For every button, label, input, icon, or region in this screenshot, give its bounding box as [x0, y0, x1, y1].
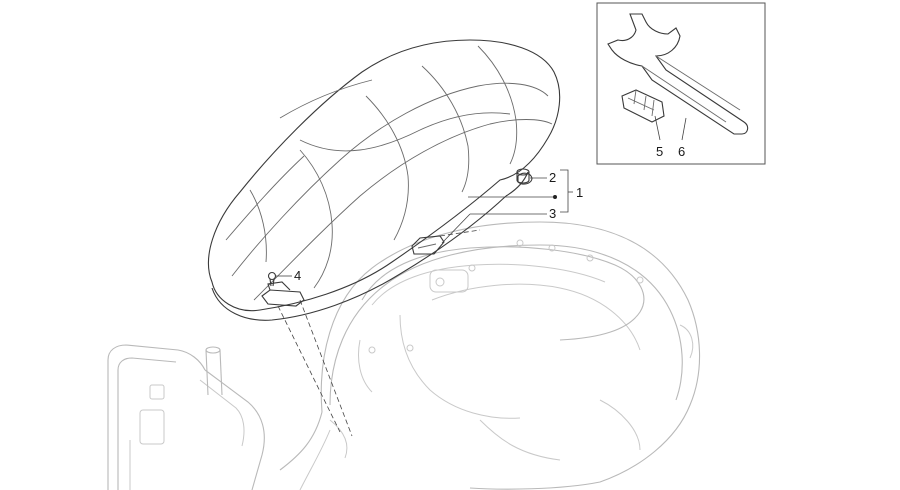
callout-3: 3 — [549, 206, 556, 221]
screw-part — [267, 271, 277, 287]
callout-numbers: 1 2 3 4 5 6 — [294, 144, 685, 283]
inset-tools-box — [596, 2, 766, 165]
callout-1: 1 — [576, 185, 583, 200]
assembly-dashed-lines — [277, 229, 481, 437]
callout-4: 4 — [294, 268, 301, 283]
spanner-tool — [607, 13, 749, 135]
rubber-buffer-part — [516, 168, 530, 184]
callout-leaders — [276, 115, 687, 277]
callout-5: 5 — [656, 144, 663, 159]
callout-2: 2 — [549, 170, 556, 185]
callout-6: 6 — [678, 144, 685, 159]
seat-assembly — [208, 39, 561, 321]
scooter-body-drawing — [107, 221, 701, 490]
clip-part — [621, 89, 665, 123]
